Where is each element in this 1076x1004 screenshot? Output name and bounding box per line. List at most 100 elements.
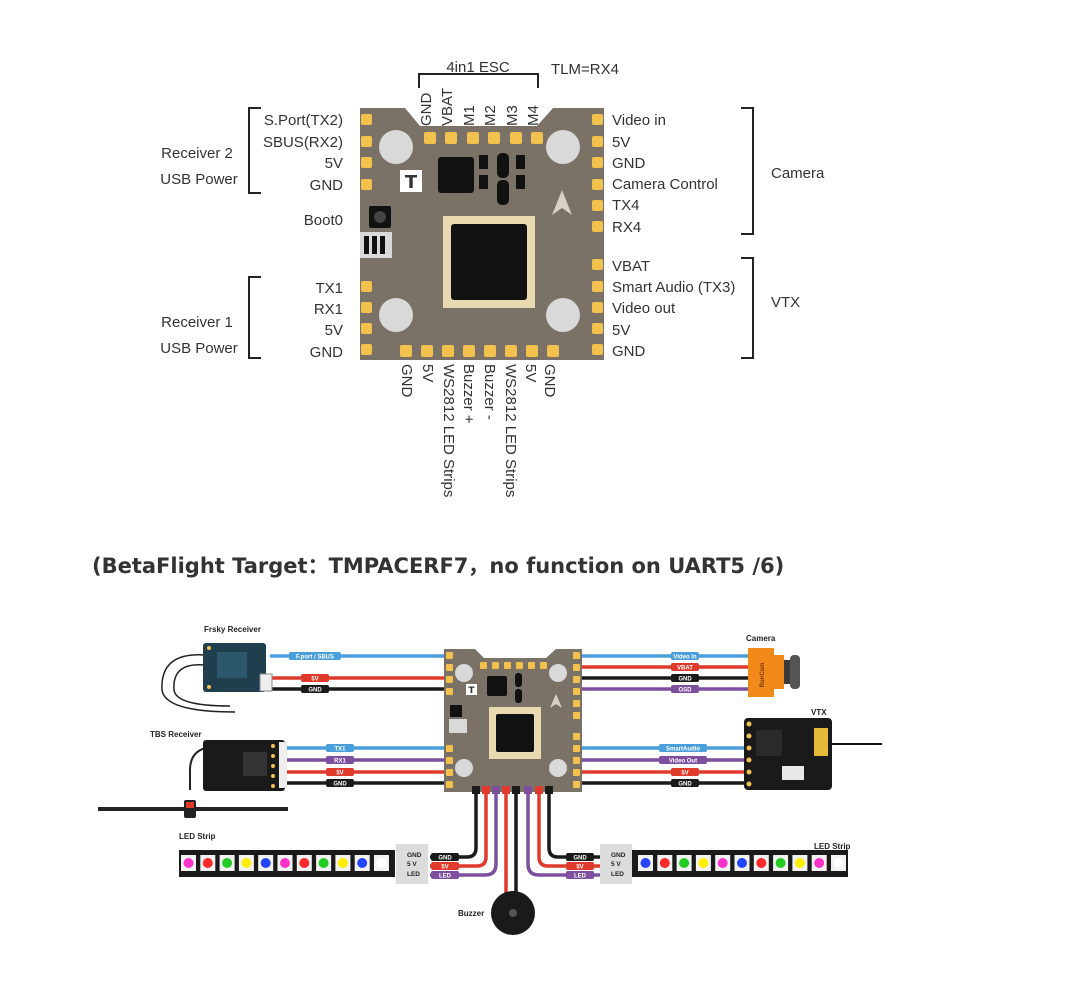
tag-led-right-led: LED [574,874,587,880]
top-pin-vbat: VBAT [439,88,456,126]
tag-led-left-gnd: GND [438,856,452,862]
left-pin-gnd-rx2: GND [310,177,344,194]
bottom-pin-5v-1: 5V [419,364,436,382]
led-strip-left-label: LED Strip [179,832,216,841]
tag-frsky-5v: 5V [311,677,318,683]
board-logo-box [400,170,422,192]
top-pin-m1: M1 [461,105,478,126]
tag-led-left-5v: 5V [441,865,448,871]
tlm-label: TLM=RX4 [551,61,619,78]
led-pixel-light [717,858,728,868]
left-pin-5v-rx2: 5V [325,155,343,172]
right-pin-5v-vtx: 5V [612,322,630,339]
wiring-diagram: T F.port / SBUS 5V GND TX1 RX1 5V GND [98,625,882,935]
led-pixel-light [280,858,290,868]
tag-tbs-rx1: RX1 [334,759,346,765]
led-pixel-light [640,858,651,868]
vtx-wire-tags: SmartAudio Video Out 5V GND [659,744,707,788]
led-strip-left: LED Strip GND 5 V LED [179,832,428,884]
tag-camera-vbat: VBAT [677,666,693,672]
camera-bracket [741,107,754,235]
right-pin-tx4: TX4 [612,197,640,214]
tbs-wire-tags: TX1 RX1 5V GND [326,744,354,788]
tag-tbs-gnd: GND [333,782,347,788]
mount-holes [379,130,580,332]
led-pixel-light [756,858,767,868]
led-pixel-light [833,858,844,868]
top-pin-labels: GND VBAT M1 M2 M3 M4 [418,88,542,126]
right-connector-led: LED [611,871,624,878]
camera-brand: RunCam [760,663,766,688]
top-pin-m3: M3 [504,105,521,126]
camera-group-label: Camera [771,165,825,182]
left-connector-led: LED [407,871,420,878]
right-pin-gnd-vtx: GND [612,343,646,360]
board-left-pads [361,114,372,355]
led-right-tags: GND 5V LED [566,853,594,880]
capacitor-2 [497,180,509,205]
tag-smartaudio: SmartAudio [666,747,700,753]
led-pixel-light [775,858,786,868]
receiver1-usb-power: USB Power [160,340,238,357]
led-pixel-light [222,858,233,868]
camera-label: Camera [746,634,776,643]
led-pixel-light [737,858,747,868]
boot0-label: Boot0 [304,212,343,229]
vtx-group-label: VTX [771,294,800,311]
board-right-pads [592,114,603,355]
tag-camera-osd: OSD [678,688,692,694]
vtx-bracket [741,257,754,359]
esc-bracket [418,73,539,88]
led-pixel-light [318,858,329,868]
top-pin-gnd: GND [418,93,435,127]
frsky-receiver: Frsky Receiver [161,625,273,713]
led-left-tags: GND 5V LED [431,853,459,880]
bottom-wires [430,790,600,900]
tag-led-left-led: LED [439,874,452,880]
tag-led-right-gnd: GND [573,856,587,862]
bottom-pin-gnd-2: GND [541,364,558,398]
led-pixel-light [202,858,213,868]
left-pin-sport: S.Port(TX2) [264,112,343,129]
board-top-pads [424,132,543,144]
tag-video-out: Video Out [669,759,697,765]
right-pin-video-out: Video out [612,300,676,317]
led-strip-left-leds [181,855,389,871]
led-pixel-light [376,858,387,868]
vtx-label: VTX [811,708,827,717]
right-pin-camera-control: Camera Control [612,176,718,193]
flight-controller-board: T [360,108,604,360]
tag-vtx-gnd: GND [678,782,692,788]
receiver2-usb-power: USB Power [160,171,238,188]
tag-led-right-5v: 5V [576,865,583,871]
top-pinout-diagram: 4in1 ESC TLM=RX4 GND VBAT M1 M2 M3 M4 [160,59,825,497]
right-pin-smart-audio: Smart Audio (TX3) [612,279,735,296]
right-pin-labels: Video in 5V GND Camera Control TX4 RX4 V… [612,112,735,360]
led-pixel-light [260,858,271,868]
gyro-chip [438,157,474,193]
mcu-chip [443,216,535,308]
arrow-logo [552,190,572,215]
buzzer-label: Buzzer [458,909,484,918]
led-pixel-light [794,858,805,868]
led-pixel-light [241,858,252,868]
left-pin-5v-rx1: 5V [325,322,343,339]
led-strip-right-label: LED Strip [814,842,851,851]
led-strip-right: LED Strip GND 5 V LED [600,842,851,884]
tag-frsky-gnd: GND [308,688,322,694]
board-logo: T [405,172,418,193]
bottom-pin-buzzer-plus: Buzzer + [460,364,477,424]
left-wires [270,654,445,785]
wiring-flight-controller: T [444,649,582,794]
right-connector-gnd: GND [611,852,626,859]
top-pin-m4: M4 [525,105,542,126]
bottom-pin-labels: GND 5V WS2812 LED Strips Buzzer + Buzzer… [398,364,558,497]
led-pixel-light [679,858,690,868]
receiver1-label: Receiver 1 [161,314,233,331]
tbs-receiver: TBS Receiver [98,730,288,818]
led-strip-right-leds [638,855,846,871]
right-wires [580,654,748,785]
right-pin-vbat: VBAT [612,258,650,275]
left-pin-gnd-rx1: GND [310,344,344,361]
